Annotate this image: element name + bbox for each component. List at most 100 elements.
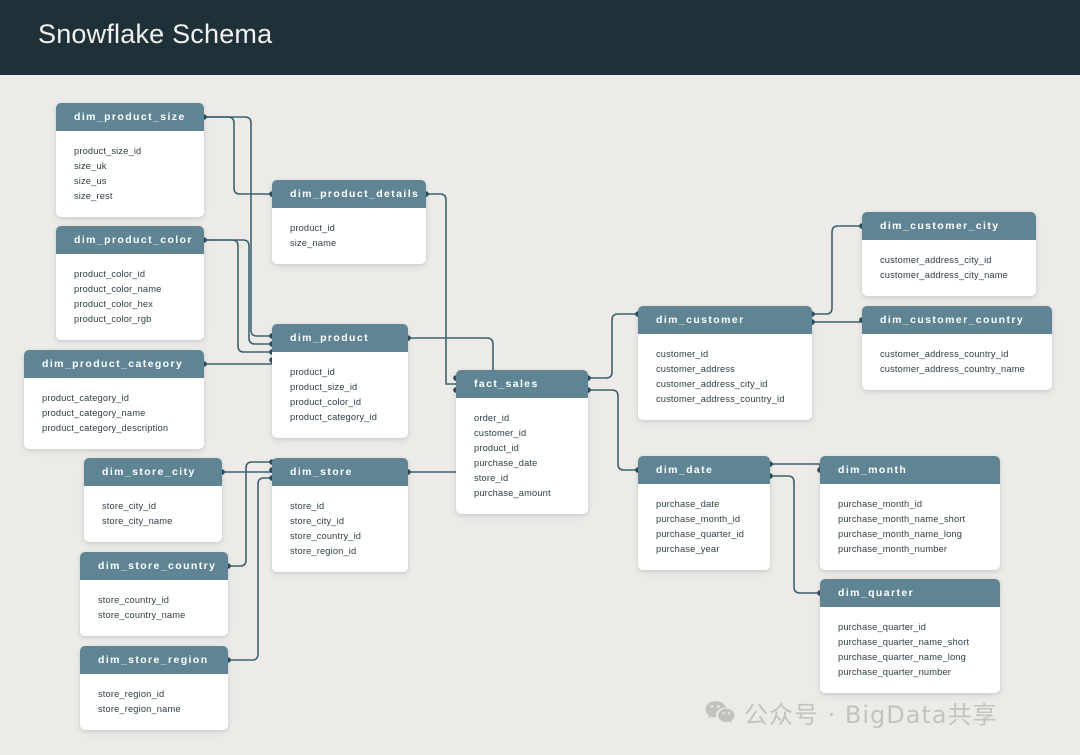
entity-title: fact_sales xyxy=(474,378,539,390)
entity-field: purchase_quarter_number xyxy=(838,667,952,677)
relationship-dim_product_details-to-fact_sales xyxy=(425,193,457,385)
entity-title: dim_store_city xyxy=(102,466,196,478)
entity-field: purchase_quarter_id xyxy=(838,622,927,632)
entity-card-dim_customer_city[interactable]: dim_customer_city customer_address_city_i… xyxy=(862,212,1036,296)
entity-fields-dim_date: purchase_date purchase_month_id purchase_q… xyxy=(638,484,770,570)
entity-field: purchase_quarter_name_short xyxy=(838,637,970,647)
entity-field: store_id xyxy=(290,501,325,511)
entity-title: dim_store_region xyxy=(98,654,209,666)
entity-field: customer_address_city_id xyxy=(656,379,768,389)
entity-field: product_color_name xyxy=(74,284,162,294)
entity-field: store_city_id xyxy=(102,501,157,511)
entity-title: dim_customer_city xyxy=(880,220,1000,232)
entity-fields-dim_customer: customer_id customer_address customer_addr… xyxy=(638,334,812,420)
entity-fields-dim_store_region: store_region_id store_region_name xyxy=(80,674,228,730)
entity-field: store_country_id xyxy=(290,531,362,541)
entity-title: dim_date xyxy=(656,464,714,476)
entity-field: product_category_id xyxy=(42,393,130,403)
entity-header-fact_sales: fact_sales xyxy=(456,370,588,398)
entity-field: product_color_hex xyxy=(74,299,154,309)
entity-title: dim_customer_country xyxy=(880,314,1025,326)
entity-header-dim_month: dim_month xyxy=(820,456,1000,484)
entity-field: store_region_id xyxy=(290,546,357,556)
entity-field: store_id xyxy=(474,473,509,483)
relationship-dim_product_color-to-dim_product xyxy=(203,239,273,353)
relationship-dim_store_city-to-dim_store xyxy=(221,469,273,473)
relationship-dim_product_size-to-dim_product xyxy=(203,116,273,337)
entity-title: dim_product xyxy=(290,332,369,344)
entity-header-dim_customer_city: dim_customer_city xyxy=(862,212,1036,240)
entity-field: product_id xyxy=(290,367,335,377)
entity-field: customer_address_city_id xyxy=(880,255,992,265)
relationship-dim_product_size-to-dim_product_details xyxy=(203,116,273,195)
entity-field: purchase_month_id xyxy=(838,499,923,509)
entity-field: purchase_year xyxy=(656,544,720,554)
entity-title: dim_product_color xyxy=(74,234,193,246)
entity-card-dim_store_city[interactable]: dim_store_city store_city_id store_city_na… xyxy=(84,458,222,542)
entity-field: product_category_description xyxy=(42,423,169,433)
entity-title: dim_month xyxy=(838,464,908,476)
relationship-fact_sales-to-dim_date xyxy=(587,389,639,471)
relationship-dim_product_color-to-dim_product_details xyxy=(203,239,273,345)
entity-field: size_us xyxy=(74,176,107,186)
entity-header-dim_product_category: dim_product_category xyxy=(24,350,204,378)
entity-field: purchase_amount xyxy=(474,488,551,498)
entity-field: customer_address_country_name xyxy=(880,364,1025,374)
entity-fields-dim_quarter: purchase_quarter_id purchase_quarter_name… xyxy=(820,607,1000,693)
entity-field: purchase_quarter_name_long xyxy=(838,652,966,662)
entity-field: product_color_id xyxy=(74,269,146,279)
entity-field: purchase_month_id xyxy=(656,514,741,524)
relationship-dim_store_region-to-dim_store xyxy=(227,477,273,661)
entity-card-dim_customer_country[interactable]: dim_customer_country customer_address_cou… xyxy=(862,306,1052,390)
entity-field: purchase_date xyxy=(656,499,720,509)
entity-field: customer_id xyxy=(474,428,527,438)
relationship-dim_date-to-dim_quarter xyxy=(769,475,821,594)
entity-header-dim_date: dim_date xyxy=(638,456,770,484)
entity-field: customer_address_country_id xyxy=(656,394,785,404)
entity-field: size_rest xyxy=(74,191,113,201)
page-title: Snowflake Schema xyxy=(38,19,273,49)
relationship-dim_date-to-dim_month xyxy=(769,463,821,471)
relationship-dim_store_country-to-dim_store xyxy=(227,461,273,567)
entity-field: store_region_id xyxy=(98,689,165,699)
relationship-fact_sales-to-dim_customer xyxy=(587,313,639,379)
entity-field: store_country_id xyxy=(98,595,170,605)
entity-title: dim_product_details xyxy=(290,188,420,200)
entity-field: customer_id xyxy=(656,349,709,359)
entity-field: customer_address xyxy=(656,364,735,374)
entity-header-dim_customer: dim_customer xyxy=(638,306,812,334)
entity-header-dim_store_region: dim_store_region xyxy=(80,646,228,674)
entity-fields-dim_store_city: store_city_id store_city_name xyxy=(84,486,222,542)
entity-field: product_id xyxy=(474,443,519,453)
entity-field: purchase_quarter_id xyxy=(656,529,745,539)
relationship-dim_customer-to-dim_customer_country xyxy=(811,319,863,323)
entity-field: order_id xyxy=(474,413,510,423)
entity-field: product_color_rgb xyxy=(74,314,152,324)
entity-field: customer_address_city_name xyxy=(880,270,1008,280)
entity-field: store_country_name xyxy=(98,610,186,620)
entity-field: store_region_name xyxy=(98,704,181,714)
entity-field: store_city_id xyxy=(290,516,345,526)
entity-title: dim_customer xyxy=(656,314,745,326)
entity-field: size_uk xyxy=(74,161,107,171)
entity-header-dim_store_city: dim_store_city xyxy=(84,458,222,486)
entity-field: store_city_name xyxy=(102,516,173,526)
